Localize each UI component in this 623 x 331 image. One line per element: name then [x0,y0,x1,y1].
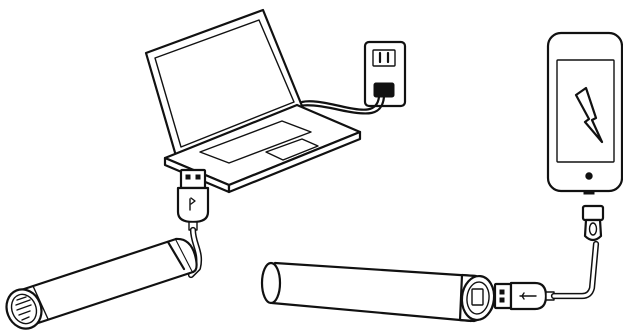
lightning-bolt-icon [574,86,604,144]
usb-cable-icon [493,204,605,311]
wall-outlet-icon [363,40,407,108]
usb-cable-icon [176,168,210,279]
power-bank-icon [260,261,496,323]
laptop-icon [144,8,362,194]
power-bank-icon [5,237,198,330]
laptop-power-cord [298,95,386,115]
